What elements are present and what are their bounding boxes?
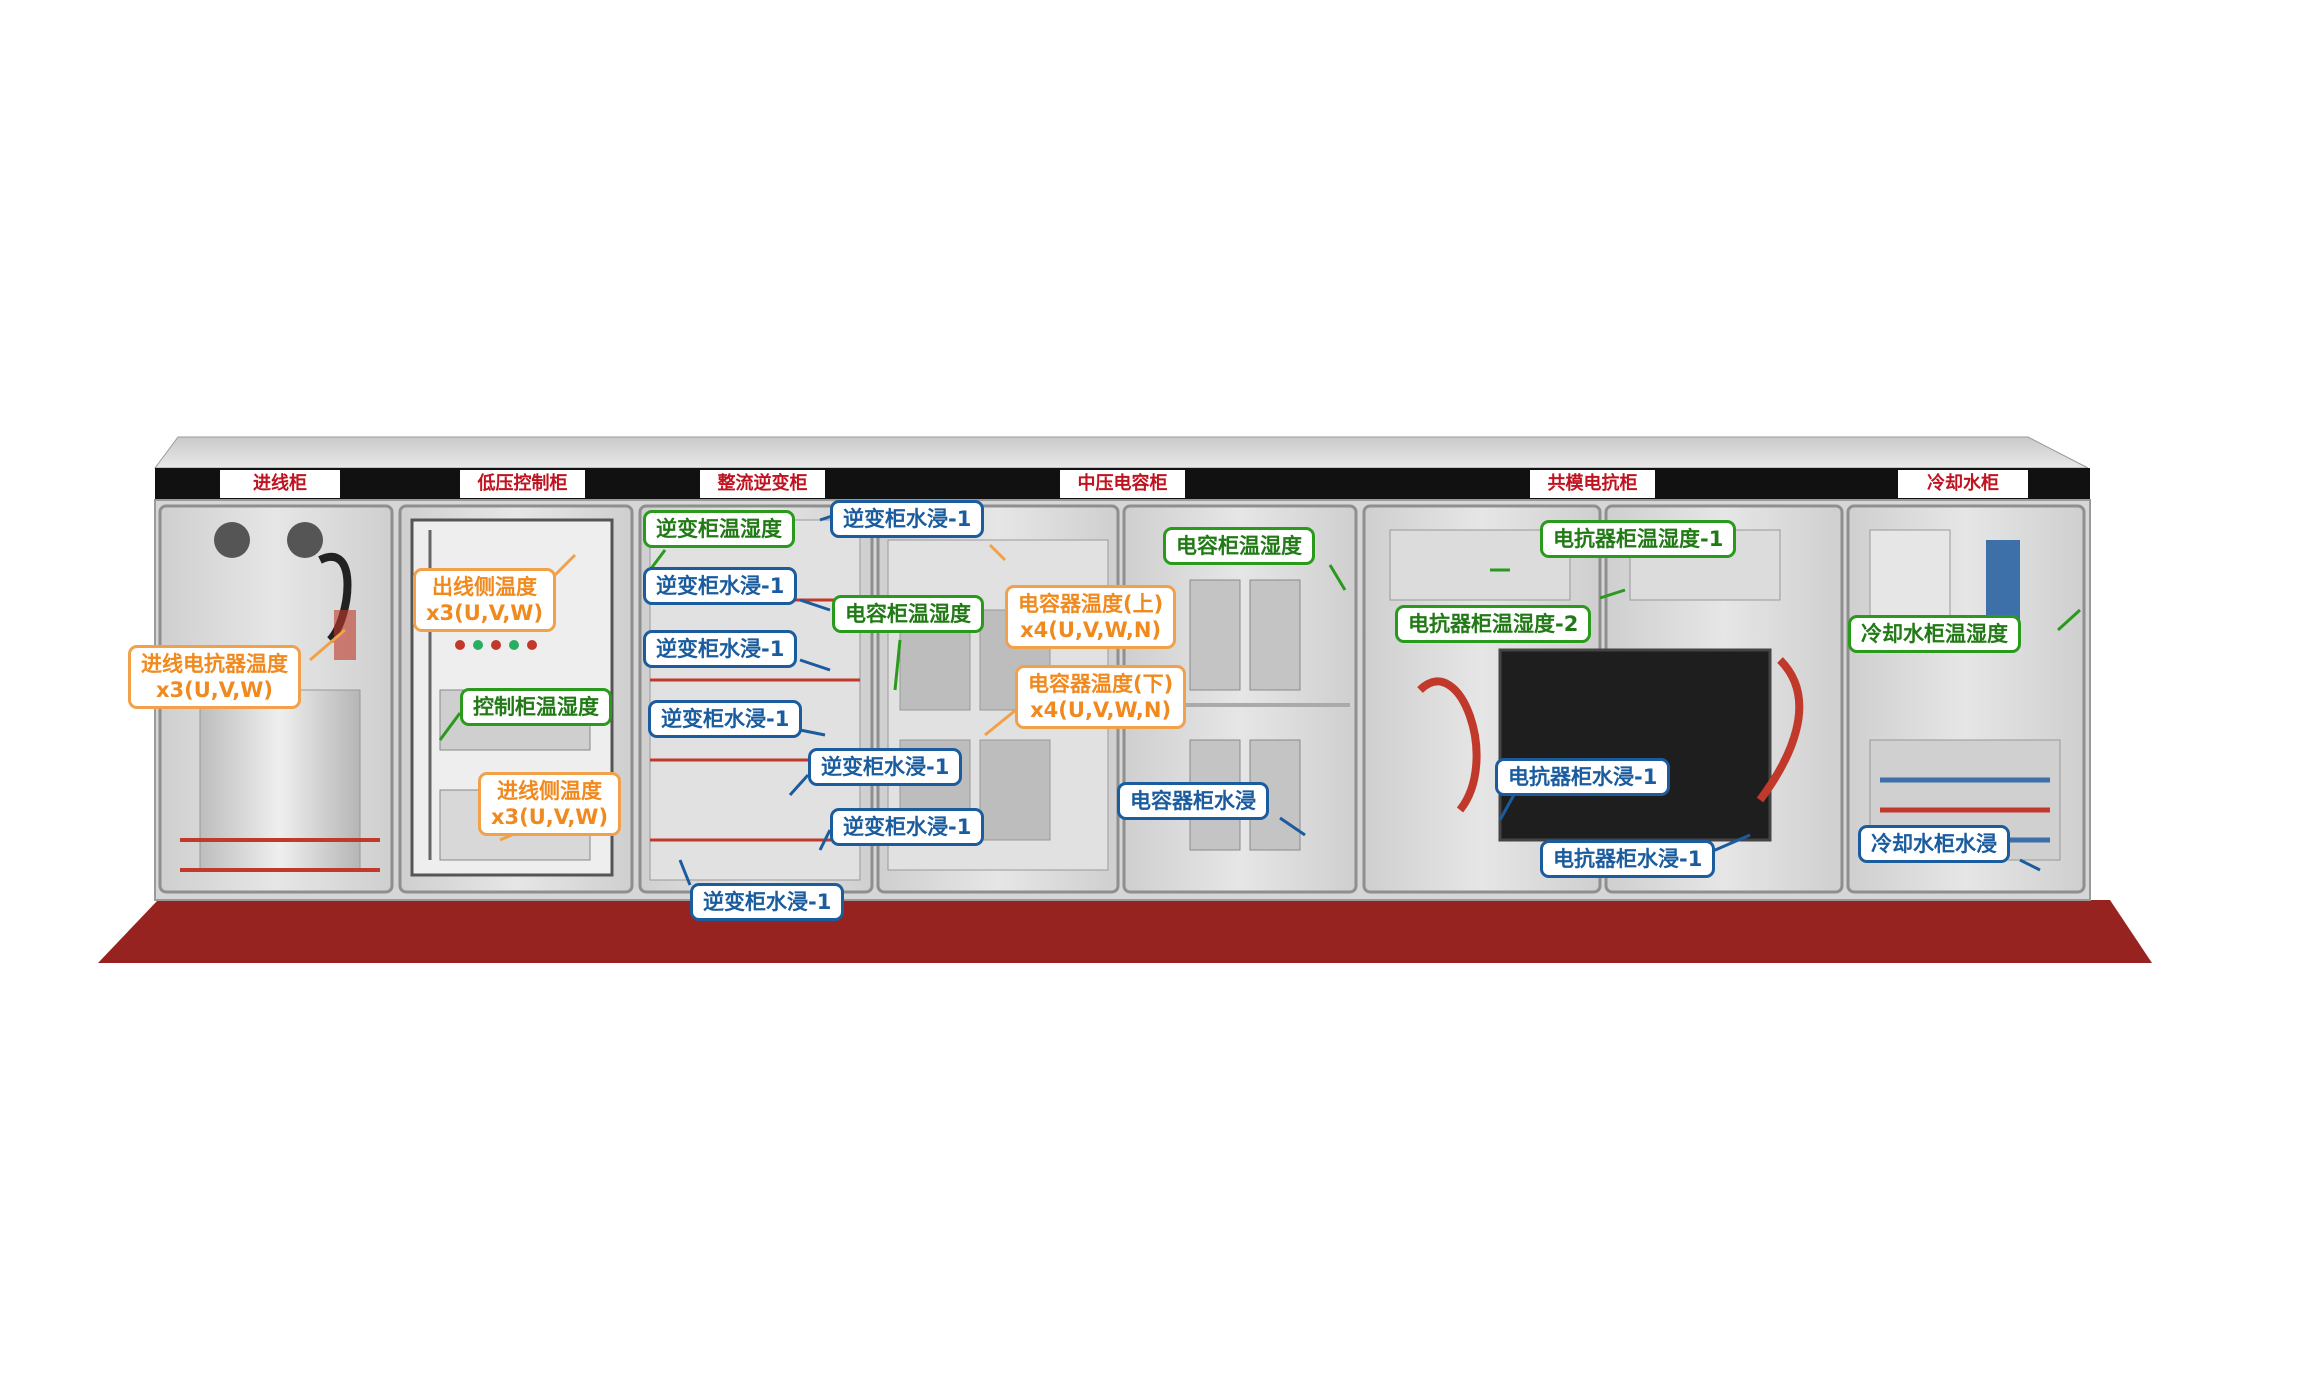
capacitor-leak-label: 电容器柜水浸 bbox=[1117, 782, 1269, 820]
incoming-reactor-temp-text: 进线电抗器温度 bbox=[141, 652, 288, 676]
reactor-cabinet-humidity-2-label: 电抗器柜温湿度-2 bbox=[1395, 605, 1592, 643]
incoming-side-temp-text: 进线侧温度 bbox=[497, 779, 603, 803]
cabinet-title-cooling-water: 冷却水柜 bbox=[1898, 470, 2028, 498]
capacitor-cabinet-humidity-label-a: 电容柜温湿度 bbox=[832, 595, 984, 633]
capacitor-temp-upper-text: 电容器温度(上) bbox=[1018, 592, 1164, 616]
roof bbox=[154, 436, 2089, 469]
capacitor-temp-lower-text: 电容器温度(下) bbox=[1028, 672, 1174, 696]
inverter-cabinet-humidity-label: 逆变柜温湿度 bbox=[643, 510, 795, 548]
inverter-leak-label-b: 逆变柜水浸-1 bbox=[643, 567, 798, 605]
floor bbox=[98, 900, 2152, 963]
cabinet-title-incoming: 进线柜 bbox=[220, 470, 340, 498]
incoming-reactor-temp-count: x3(U,V,W) bbox=[155, 678, 274, 702]
incoming-side-temp-count: x3(U,V,W) bbox=[491, 805, 609, 829]
incoming-side-temp-label: 进线侧温度 x3(U,V,W) bbox=[478, 772, 622, 836]
capacitor-temp-lower-count: x4(U,V,W,N) bbox=[1030, 698, 1172, 722]
cabinet-title-mv-capacitor: 中压电容柜 bbox=[1060, 470, 1185, 498]
inverter-leak-label-c: 逆变柜水浸-1 bbox=[643, 630, 798, 668]
control-cabinet-humidity-label: 控制柜温湿度 bbox=[460, 688, 612, 726]
reactor-leak-label-b: 电抗器柜水浸-1 bbox=[1540, 840, 1716, 878]
inverter-leak-label-d: 逆变柜水浸-1 bbox=[648, 700, 803, 738]
inverter-leak-label-e: 逆变柜水浸-1 bbox=[808, 748, 963, 786]
inverter-leak-label-a: 逆变柜水浸-1 bbox=[830, 500, 985, 538]
reactor-leak-label-a: 电抗器柜水浸-1 bbox=[1495, 758, 1671, 796]
reactor-cabinet-humidity-1-label: 电抗器柜温湿度-1 bbox=[1540, 520, 1737, 558]
outgoing-temp-text: 出线侧温度 bbox=[432, 575, 538, 599]
cabinet-title-common-mode-reactor: 共模电抗柜 bbox=[1530, 470, 1655, 498]
outgoing-temp-label: 出线侧温度 x3(U,V,W) bbox=[413, 568, 557, 632]
capacitor-temp-upper-label: 电容器温度(上) x4(U,V,W,N) bbox=[1005, 585, 1177, 649]
capacitor-temp-lower-label: 电容器温度(下) x4(U,V,W,N) bbox=[1015, 665, 1187, 729]
capacitor-temp-upper-count: x4(U,V,W,N) bbox=[1020, 618, 1162, 642]
common-mode-reactor bbox=[1389, 529, 1804, 842]
cabinet-title-low-voltage: 低压控制柜 bbox=[460, 470, 585, 498]
cooling-leak-label: 冷却水柜水浸 bbox=[1858, 825, 2010, 863]
cooling-cabinet-humidity-label: 冷却水柜温湿度 bbox=[1848, 615, 2021, 653]
incoming-reactor-temp-label: 进线电抗器温度 x3(U,V,W) bbox=[128, 645, 301, 709]
inverter-leak-label-g: 逆变柜水浸-1 bbox=[690, 883, 845, 921]
outgoing-temp-count: x3(U,V,W) bbox=[426, 601, 544, 625]
inverter-leak-label-f: 逆变柜水浸-1 bbox=[830, 808, 985, 846]
capacitor-cabinet-humidity-label-b: 电容柜温湿度 bbox=[1163, 527, 1315, 565]
incoming-reactor bbox=[180, 522, 380, 872]
cabinet-title-rectifier-inverter: 整流逆变柜 bbox=[700, 470, 825, 498]
